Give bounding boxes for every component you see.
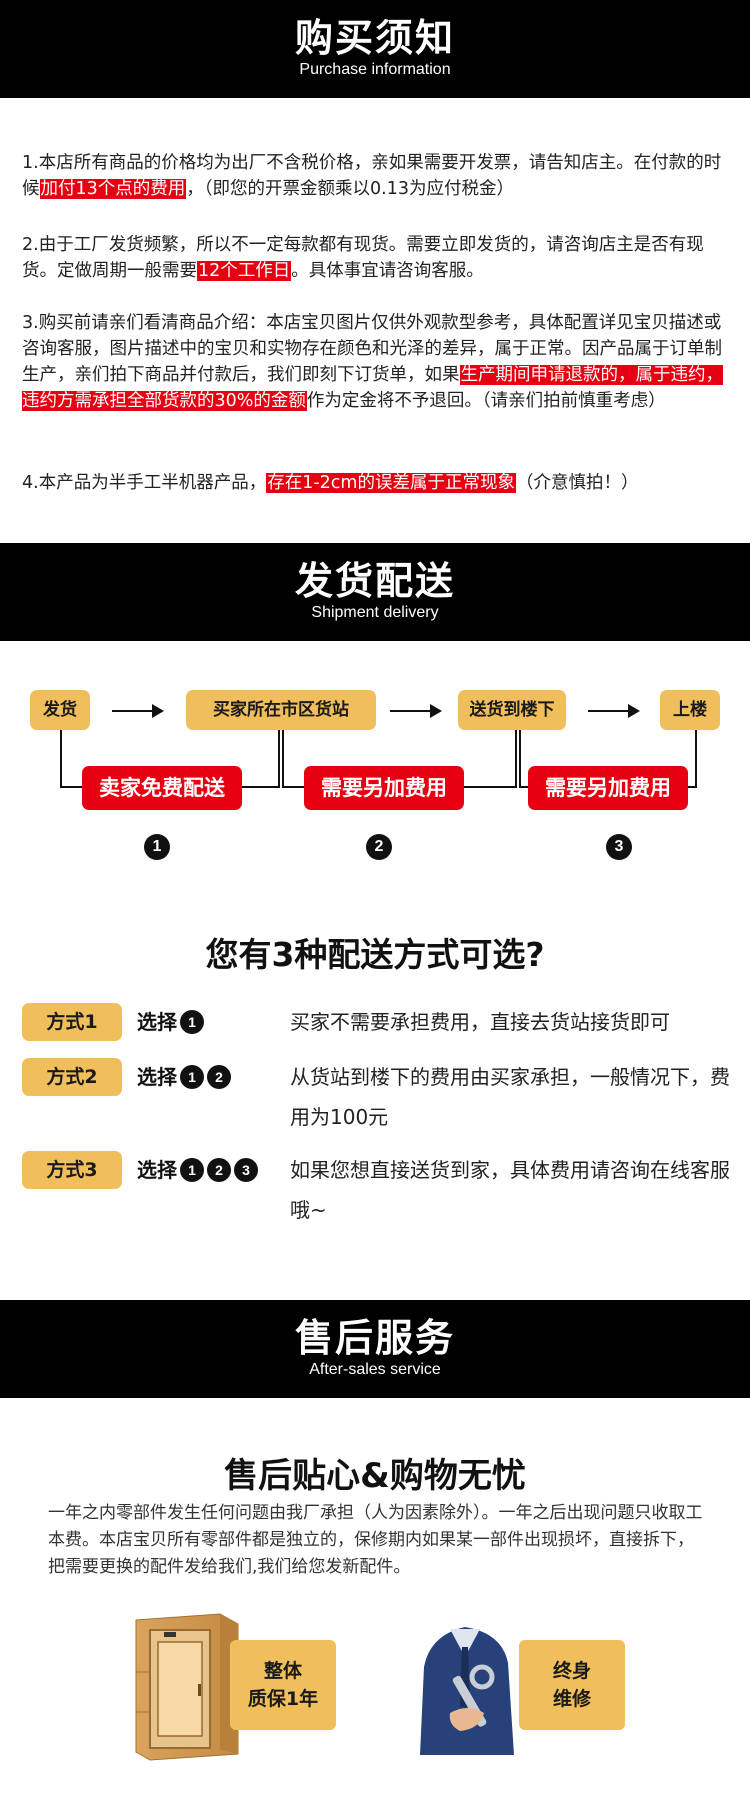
- aftersales-title: 售后服务: [294, 1316, 455, 1360]
- fee-extra-1: 需要另加费用: [304, 766, 464, 810]
- circled-number-icon: 2: [207, 1157, 231, 1182]
- card-warranty: 整体 质保1年: [230, 1640, 336, 1730]
- circled-number-icon: 1: [180, 1157, 204, 1182]
- arrow-1: [112, 704, 164, 718]
- arrow-2: [390, 704, 442, 718]
- arrow-3: [588, 704, 640, 718]
- highlight-tolerance: 存在1-2cm的误差属于正常现象: [266, 473, 516, 493]
- highlight-tax: 加付13个点的费用: [39, 179, 187, 199]
- circled-number-icon: 1: [180, 1009, 204, 1034]
- purchase-notice-2: 2.由于工厂发货频繁，所以不一定每款都有现货。需要立即发货的，请咨询店主是否有现…: [22, 235, 704, 281]
- step-upstairs: 上楼: [660, 690, 720, 730]
- aftersales-subtitle: After-sales service: [309, 1361, 441, 1378]
- purchase-title: 购买须知: [294, 16, 455, 60]
- purchase-notice-1: 1.本店所有商品的价格均为出厂不含税价格，亲如果需要开发票，请告知店主。在付款的…: [22, 153, 722, 199]
- step-ship: 发货: [30, 690, 90, 730]
- step-number-2: 2: [366, 834, 392, 860]
- sauna-cabin-image: [135, 1613, 239, 1761]
- purchase-banner: 购买须知 Purchase information: [0, 0, 750, 98]
- method-2-label: 方式2: [22, 1058, 122, 1096]
- shipment-subtitle: Shipment delivery: [311, 604, 439, 621]
- purchase-notice-4: 4.本产品为半手工半机器产品，存在1-2cm的误差属于正常现象（介意慎拍！）: [22, 473, 639, 493]
- fee-extra-2: 需要另加费用: [528, 766, 688, 810]
- purchase-notice-3: 3.购买前请亲们看清商品介绍：本店宝贝图片仅供外观款型参考，具体配置详见宝贝描述…: [22, 313, 723, 411]
- methods-title: 您有3种配送方式可选?: [205, 935, 545, 974]
- shipment-banner: 发货配送 Shipment delivery: [0, 543, 750, 641]
- aftersales-banner: 售后服务 After-sales service: [0, 1300, 750, 1398]
- highlight-workdays: 12个工作日: [197, 261, 292, 281]
- circled-number-icon: 1: [180, 1064, 204, 1089]
- shipment-title: 发货配送: [294, 559, 455, 603]
- purchase-subtitle: Purchase information: [299, 61, 451, 78]
- method-3-desc: 如果您想直接送货到家，具体费用请咨询在线客服哦~: [290, 1158, 730, 1222]
- card-lifetime-repair: 终身 维修: [519, 1640, 625, 1730]
- circled-number-icon: 2: [207, 1064, 231, 1089]
- aftersales-paragraph: 一年之内零部件发生任何问题由我厂承担（人为因素除外）。一年之后出现问题只收取工本…: [48, 1503, 703, 1577]
- technician-wrench-image: [410, 1617, 520, 1755]
- method-2-desc: 从货站到楼下的费用由买家承担，一般情况下，费用为100元: [290, 1065, 730, 1129]
- method-3-label: 方式3: [22, 1151, 122, 1189]
- fee-free: 卖家免费配送: [82, 766, 242, 810]
- aftersales-heading: 售后贴心&购物无忧: [224, 1456, 526, 1496]
- step-number-3: 3: [606, 834, 632, 860]
- circled-number-icon: 3: [234, 1157, 258, 1182]
- step-downstairs: 送货到楼下: [458, 690, 566, 730]
- method-1-label: 方式1: [22, 1003, 122, 1041]
- step-number-1: 1: [144, 834, 170, 860]
- step-station: 买家所在市区货站: [186, 690, 376, 730]
- method-1-desc: 买家不需要承担费用，直接去货站接货即可: [290, 1010, 670, 1034]
- shipment-flow: 发货 买家所在市区货站 送货到楼下 上楼 卖家免费配送 需要另加费用 需要另加费…: [0, 690, 750, 870]
